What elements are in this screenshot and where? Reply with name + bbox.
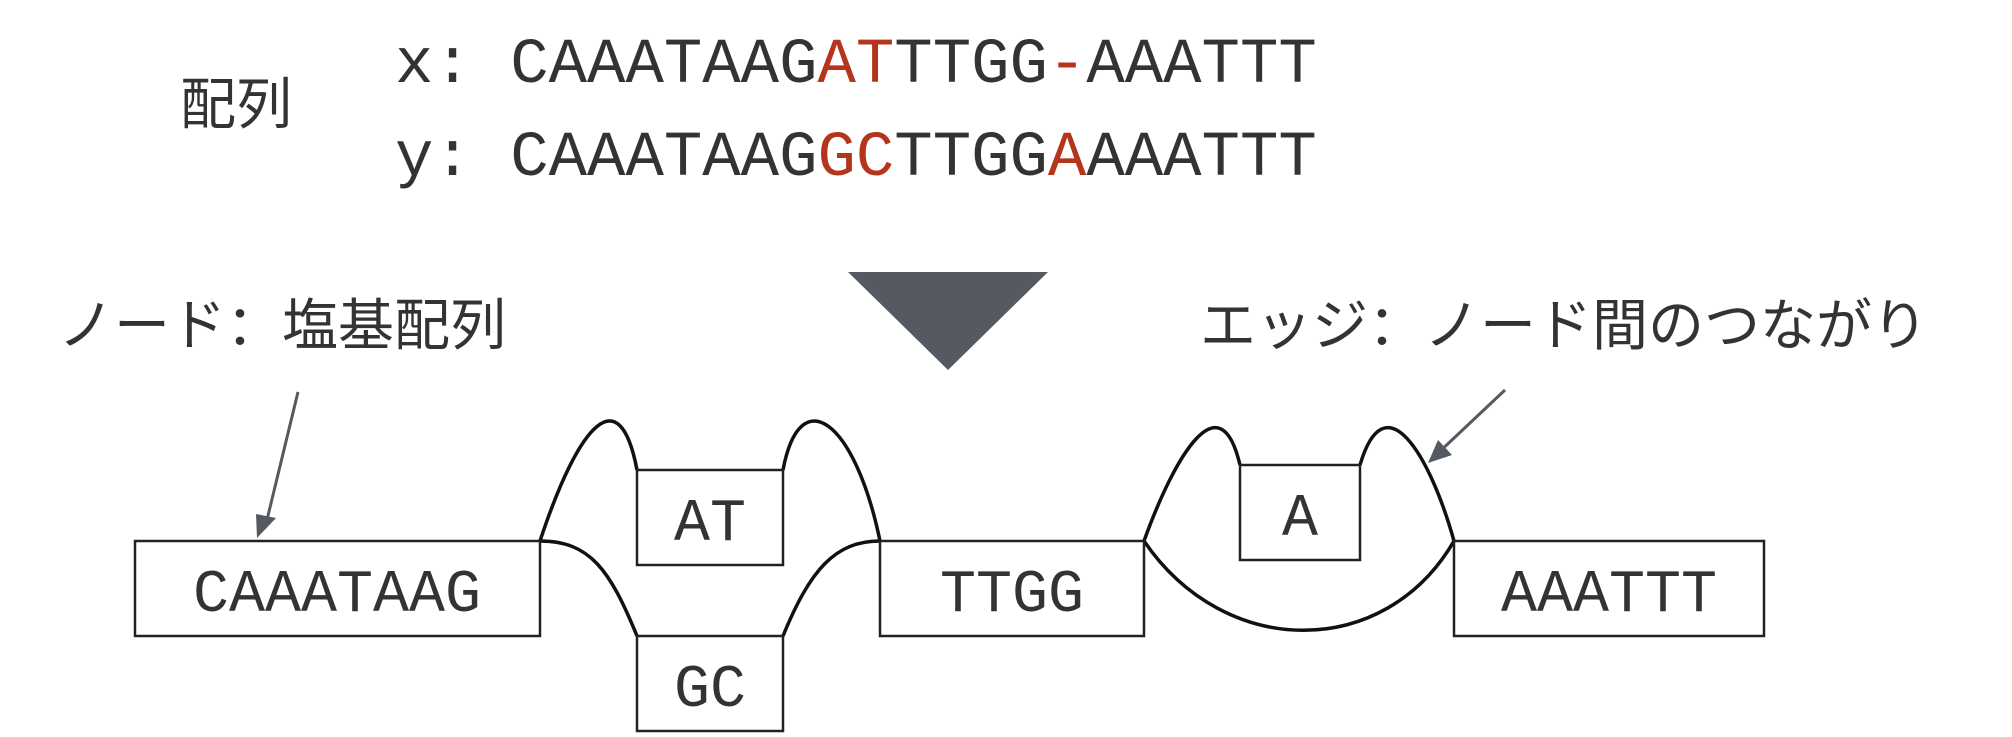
sequence-segment: AAATTT: [1086, 123, 1316, 195]
edge-n2-n4: [781, 419, 882, 542]
edge-n4-n5: [1142, 425, 1242, 542]
edge-pointer-arrow: [1428, 388, 1507, 463]
sequence-variant: AT: [817, 30, 894, 102]
edge-n4-n6: [1142, 540, 1456, 632]
sequence-segment: CAAATAAG: [510, 30, 817, 102]
edge-n1-n3: [539, 539, 639, 637]
sequence-variant: A: [1048, 123, 1087, 195]
edge-n5-n6: [1358, 425, 1456, 542]
edge-n1-n2: [538, 419, 639, 542]
sequence-variant: -: [1048, 30, 1086, 102]
sequence-label: 配列: [180, 73, 292, 138]
edge-n3-n4: [781, 539, 881, 637]
sequence-prefix: y:: [395, 123, 510, 195]
edge-annotation: エッジ：ノード間のつながり: [1200, 294, 1928, 359]
sequence-prefix: x:: [395, 30, 510, 102]
node-ttgg: TTGG: [878, 539, 1146, 638]
down-triangle-icon: [848, 272, 1048, 370]
sequence-row-x: x: CAAATAAGATTTGG-AAATTT: [395, 30, 1317, 102]
node-ttgg-label: TTGG: [940, 562, 1084, 630]
node-gc: GC: [635, 634, 785, 733]
sequence-variant: GC: [817, 123, 894, 195]
node-a-label: A: [1282, 486, 1318, 554]
node-at: AT: [635, 468, 785, 567]
node-aaattt: AAATTT: [1452, 539, 1766, 638]
edges: [538, 419, 1456, 637]
sequence-segment: CAAATAAG: [510, 123, 817, 195]
sequence-segment: TTGG: [894, 30, 1048, 102]
sequence-segment: TTGG: [894, 123, 1048, 195]
node-pointer-arrow: [256, 391, 300, 538]
node-a: A: [1238, 463, 1362, 562]
node-at-label: AT: [674, 491, 746, 559]
node-aaattt-label: AAATTT: [1501, 562, 1717, 630]
node-caaataag: CAAATAAG: [133, 539, 542, 638]
node-gc-label: GC: [674, 657, 746, 725]
sequence-segment: AAATTT: [1086, 30, 1316, 102]
node-caaataag-label: CAAATAAG: [193, 562, 481, 630]
node-annotation: ノード：塩基配列: [58, 294, 506, 359]
sequence-row-y: y: CAAATAAGGCTTGGAAAATTT: [395, 123, 1317, 195]
